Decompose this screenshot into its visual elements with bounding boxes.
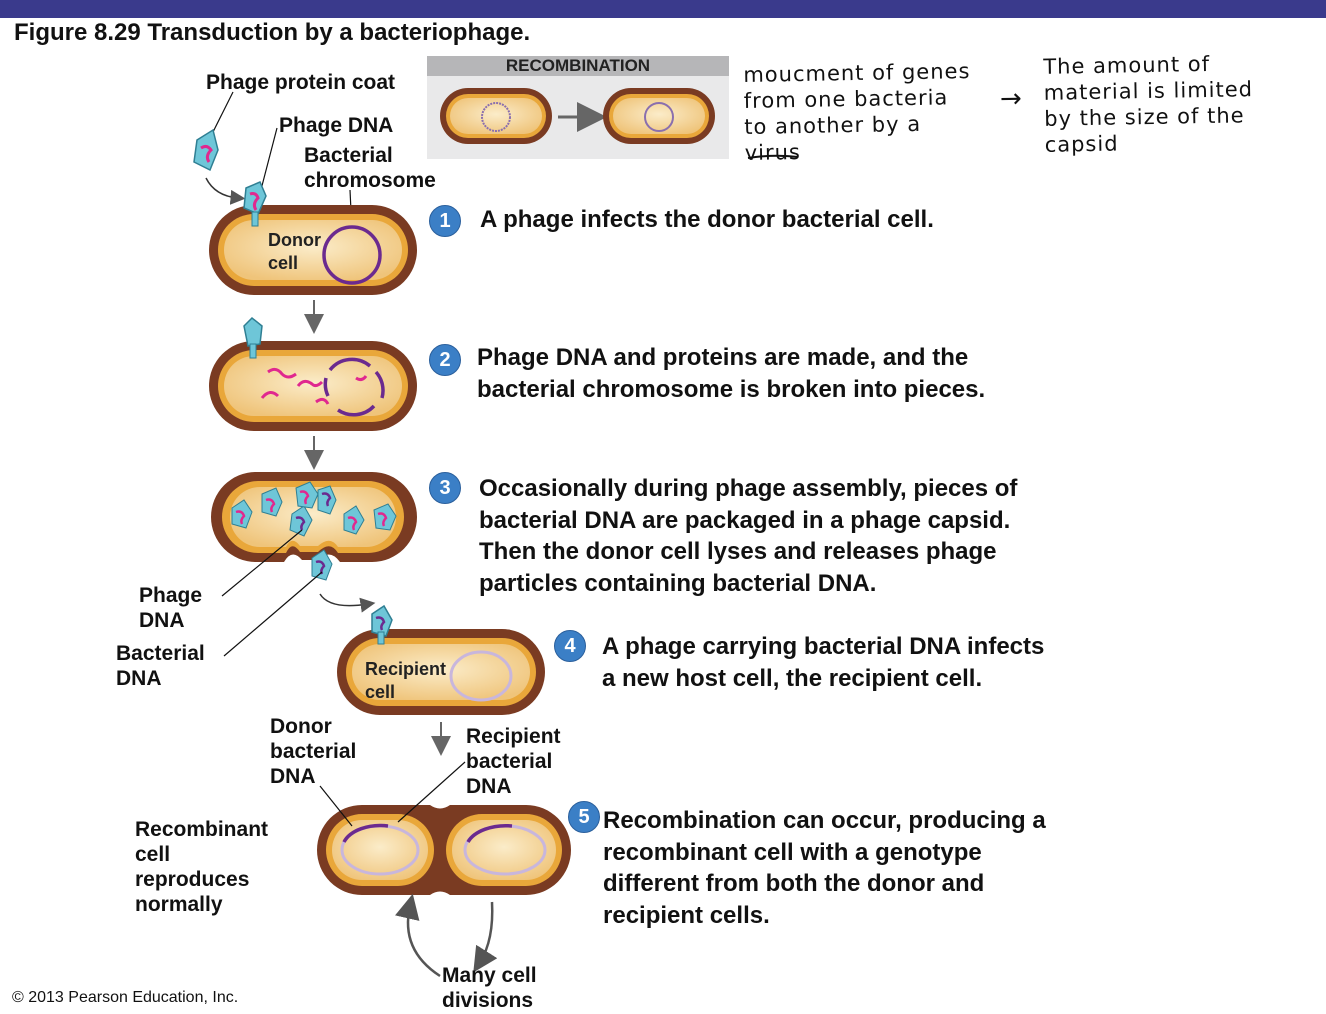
top-bar [0,0,1326,18]
step-3-badge: 3 [429,472,461,504]
phage-particles-cell-3 [231,481,397,581]
step-1-badge: 1 [429,205,461,237]
step-3-text: Occasionally during phage assembly, piec… [479,475,1018,597]
label-bacterial-dna-left: Bacterial DNA [116,642,205,690]
pointer-recipient-bacterial-dna [397,761,466,823]
label-donor-cell: Donor cell [268,230,321,273]
label-phage-dna-left: Phage DNA [139,584,203,632]
phage-release-arrow [319,593,376,613]
step-4-badge: 4 [554,630,586,662]
step-5-text: Recombination can occur, producing a rec… [603,807,1046,929]
handwritten-arrow: → [999,83,1024,115]
phage-attached-4 [371,604,393,645]
handwritten-note-right: The amount of material is limited by the… [1043,51,1254,157]
label-recipient-cell: Recipient cell [365,659,447,702]
handwritten-note-left: moucment of genes from one bacteria to a… [743,59,971,165]
step-1-text: A phage infects the donor bacterial cell… [480,206,934,233]
recombination-inset-header: RECOMBINATION [427,56,729,76]
label-donor-bacterial-dna: Donor bacterial DNA [270,715,357,788]
label-many-cell-divisions: Many cell divisions [442,964,537,1012]
handwritten-underline [747,154,799,159]
phage-free [193,128,219,172]
label-phage-dna-top: Phage DNA [279,114,394,137]
label-bacterial-chromosome: Bacterial chromosome [304,144,436,192]
recombinant-dividing-cell [317,805,571,895]
label-phage-protein-coat: Phage protein coat [206,71,396,94]
donor-cell-1 [209,205,417,295]
donor-cell-2 [209,341,417,431]
pointer-donor-bacterial-dna [319,785,353,827]
inset-cell-right [603,88,715,144]
inset-cell-left [440,88,552,144]
figure-title: Figure 8.29 Transduction by a bacterioph… [14,19,531,46]
phage-approach-arrow [205,177,246,205]
step-2-badge: 2 [429,344,461,376]
step-2-text: Phage DNA and proteins are made, and the… [477,344,986,403]
phage-attached-1 [243,181,267,227]
cycle-arrow-down [473,901,498,973]
phage-attached-2 [243,316,263,359]
pointer-bacterial-dna-left [223,571,323,657]
label-recombinant-cell: Recombinant cell reproduces normally [135,818,269,916]
copyright: © 2013 Pearson Education, Inc. [12,989,239,1006]
recipient-cell [337,629,545,715]
step-4-text: A phage carrying bacterial DNA infects a… [602,633,1045,692]
step-5-badge: 5 [568,801,600,833]
label-recipient-bacterial-dna: Recipient bacterial DNA [466,725,561,798]
cycle-arrow-up [395,893,441,978]
pointer-phage-dna-left [221,529,303,597]
